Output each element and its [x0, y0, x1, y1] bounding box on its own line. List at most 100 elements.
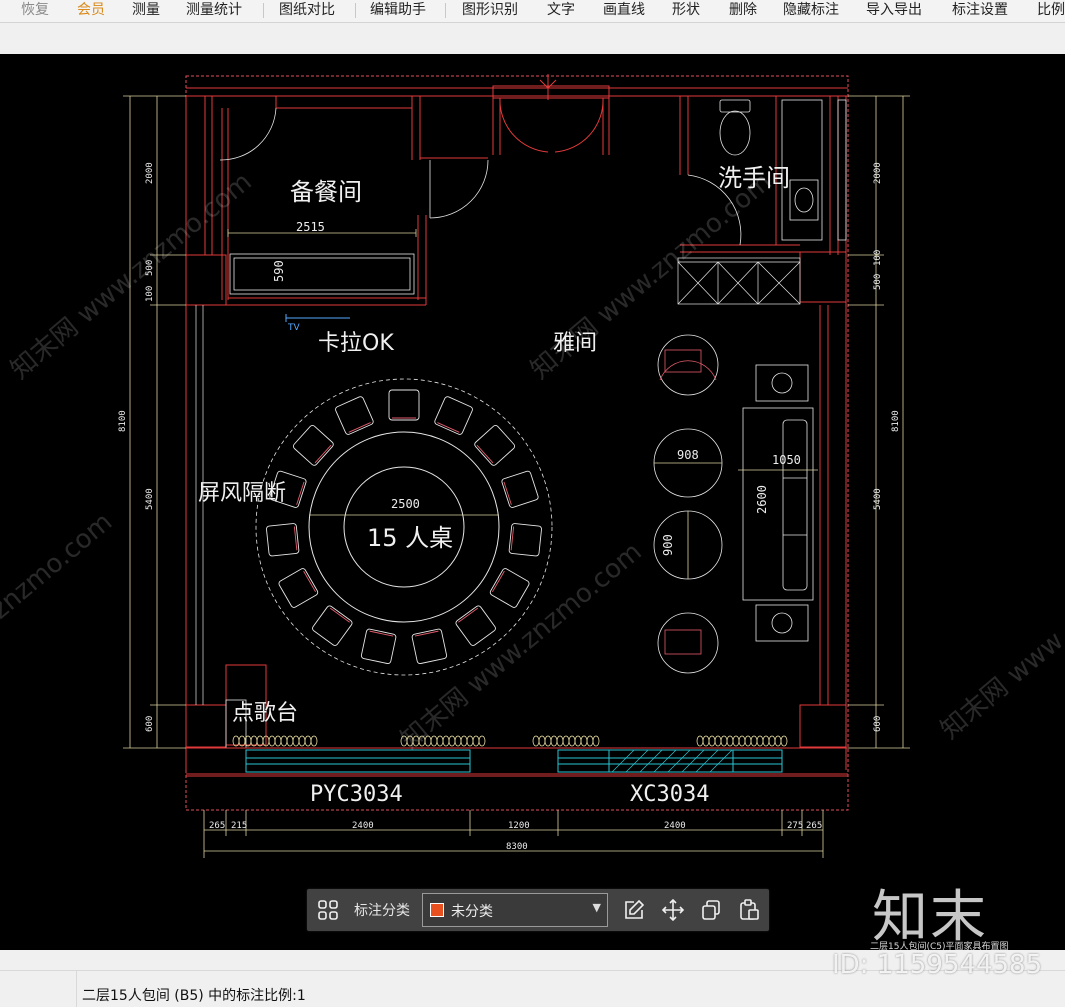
chair-back	[369, 630, 394, 637]
dim-bottom-0: 265	[209, 821, 225, 831]
chair	[278, 568, 319, 608]
curtain-fold	[720, 735, 728, 747]
toolbar-item[interactable]: 测量	[132, 2, 160, 18]
table-chairs	[266, 389, 542, 665]
chair-back	[329, 607, 350, 623]
chair	[388, 389, 420, 421]
toolbar-item[interactable]: 导入导出	[866, 2, 922, 18]
round-table	[255, 378, 553, 676]
curtain-fold	[544, 735, 552, 747]
curtain-fold	[732, 735, 740, 747]
curtain-fold	[750, 735, 758, 747]
chair-back	[414, 630, 439, 637]
lounge-furniture	[653, 334, 818, 674]
toolbar-item[interactable]: 比例	[1037, 2, 1065, 18]
annotation-toolbar: 标注分类 未分类 ▼	[307, 889, 769, 931]
curtain-fold	[454, 735, 462, 747]
curtain-fold	[280, 735, 288, 747]
curtain-fold	[726, 735, 734, 747]
category-select[interactable]: 未分类 ▼	[422, 893, 608, 927]
edit-icon[interactable]	[622, 898, 646, 922]
dim-bottom-2: 2400	[352, 821, 374, 831]
move-icon[interactable]	[661, 898, 685, 922]
dim-right-2: 500	[873, 274, 883, 290]
curtain-fold	[286, 735, 294, 747]
chevron-down-icon: ▼	[592, 901, 601, 914]
toolbar-item[interactable]: 图纸对比	[279, 2, 335, 18]
dim-left-4: 5400	[145, 488, 155, 510]
room-label-washroom: 洗手间	[718, 164, 790, 192]
ribbon-strip	[0, 23, 1065, 54]
room-label-pantry: 备餐间	[290, 178, 362, 206]
curtain-fold	[298, 735, 306, 747]
dim-right-5: 600	[873, 716, 883, 732]
room-label-table: 15 人桌	[367, 524, 453, 552]
curtain-fold	[448, 735, 456, 747]
chair	[269, 470, 307, 508]
dim-left-3: 8100	[118, 410, 128, 432]
status-divider	[0, 970, 1065, 971]
toolbar-item[interactable]: 隐藏标注	[783, 2, 839, 18]
chair-back	[503, 481, 512, 505]
sofa-length-dim: 2600	[755, 485, 769, 514]
paste-icon[interactable]	[737, 898, 761, 922]
curtain-fold	[780, 735, 788, 747]
grid-icon[interactable]	[316, 898, 340, 922]
entry-door	[492, 74, 610, 155]
toolbar-item[interactable]: 形状	[672, 2, 700, 18]
curtain-fold	[268, 735, 276, 747]
curtain-fold	[762, 735, 770, 747]
toolbar-item[interactable]: 画直线	[603, 2, 645, 18]
curtain-fold	[274, 735, 282, 747]
curtain-fold	[460, 735, 468, 747]
dim-right-1: 100	[873, 250, 883, 266]
table-diameter-dim: 2500	[391, 497, 420, 511]
status-text: 二层15人包间 (B5) 中的标注比例:1	[82, 988, 306, 1004]
chair-back	[296, 481, 305, 505]
curtain-fold	[744, 735, 752, 747]
curtain-fold	[774, 735, 782, 747]
sofa-width-dim: 1050	[772, 453, 801, 467]
curtain-fold	[586, 735, 594, 747]
copy-icon[interactable]	[699, 898, 723, 922]
tv-unit	[285, 314, 350, 322]
curtain-fold	[738, 735, 746, 747]
toolbar-item[interactable]: 图形识别	[462, 2, 518, 18]
dim-total: 8300	[506, 842, 528, 852]
drawing-canvas[interactable]: 2515 590	[0, 54, 1065, 950]
watermark-5: 知末网 www	[935, 626, 1065, 745]
id-watermark: ID: 1159544585	[832, 950, 1043, 980]
chair	[489, 568, 530, 608]
toolbar-item[interactable]: 测量统计	[186, 2, 242, 18]
windows-curtains	[186, 735, 848, 777]
dim-right-3: 8100	[891, 410, 901, 432]
window-label-left: PYC3034	[310, 782, 403, 807]
dim-bottom-6: 265	[806, 821, 822, 831]
dim-left-2: 100	[145, 286, 155, 302]
toolbar-item[interactable]: 标注设置	[952, 2, 1008, 18]
room-label-karaoke: 卡拉OK	[318, 331, 394, 356]
curtain-fold	[696, 735, 704, 747]
curtain-fold	[442, 735, 450, 747]
category-value: 未分类	[451, 904, 493, 920]
dim-bottom-5: 275	[787, 821, 803, 831]
curtain-fold	[436, 735, 444, 747]
chair-back	[314, 444, 332, 464]
chair	[434, 396, 473, 435]
toolbar-item[interactable]: 会员	[77, 2, 105, 18]
curtain-fold	[538, 735, 546, 747]
dim-bottom-3: 1200	[508, 821, 530, 831]
chair	[360, 628, 397, 665]
curtain-fold	[472, 735, 480, 747]
curtain-fold	[466, 735, 474, 747]
toolbar-item[interactable]: 编辑助手	[370, 2, 426, 18]
toolbar-item[interactable]: 文字	[547, 2, 575, 18]
toolbar-separator	[445, 3, 446, 18]
toolbar-item[interactable]: 恢复	[21, 2, 49, 18]
dim-left-1: 500	[145, 260, 155, 276]
top-toolbar: 恢复 会员 测量 测量统计 图纸对比 编辑助手 图形识别 文字 画直线 形状 删除 隐藏标注 导入导出 标…	[0, 0, 1065, 23]
chair-back	[458, 607, 479, 623]
chair	[474, 424, 516, 466]
toolbar-item[interactable]: 删除	[729, 2, 757, 18]
pantry-counter	[227, 229, 417, 295]
